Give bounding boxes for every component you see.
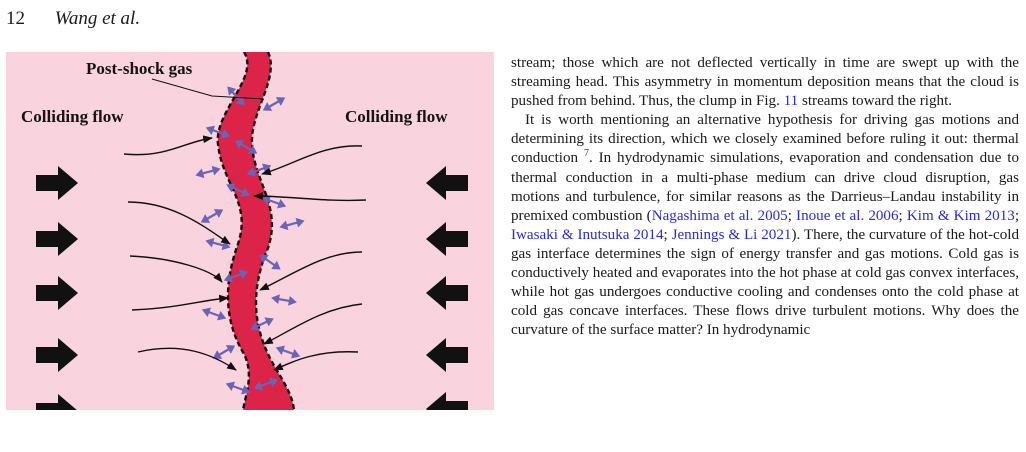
perturbation-arrow <box>279 217 305 231</box>
text-span: . In hydrodynamic simulations, evaporati… <box>511 150 1019 224</box>
figure-canvas: Post-shock gas Colliding flow Colliding … <box>6 52 494 410</box>
perturbation-arrow <box>262 97 286 111</box>
colliding-flow-arrow-right <box>426 166 468 200</box>
text-span: streams toward the right. <box>798 93 953 110</box>
running-head-authors: Wang et al. <box>54 8 141 29</box>
citation-link[interactable]: Jennings & Li 2021 <box>671 226 792 243</box>
perturbation-arrow <box>226 183 250 197</box>
text-span: ; <box>663 226 672 243</box>
paragraph: stream; those which are not deflected ve… <box>511 54 1019 111</box>
text-span: stream; those which are not deflected ve… <box>511 55 1019 110</box>
perturbation-arrow <box>259 254 281 270</box>
text-span: ; <box>787 207 797 224</box>
perturbation-arrow <box>212 345 236 359</box>
body-text-column: stream; those which are not deflected ve… <box>511 54 1019 340</box>
colliding-flow-arrow-left <box>36 394 77 410</box>
flow-streamline-right-4 <box>263 303 363 345</box>
flow-streamline-right-3 <box>259 251 363 291</box>
perturbation-arrow <box>223 269 249 283</box>
page-number: 12 <box>6 8 25 29</box>
perturbation-arrow <box>271 294 297 306</box>
perturbation-arrow <box>225 381 251 395</box>
flow-streamline-right-5 <box>273 351 359 371</box>
perturbation-arrow <box>275 345 301 359</box>
perturbation-arrow <box>201 307 227 321</box>
text-span: It is worth mentioning an alternative hy… <box>511 112 1019 167</box>
colliding-flow-arrow-right <box>426 222 468 256</box>
flow-streamline-left-1 <box>123 135 213 156</box>
colliding-flow-arrow-right <box>426 392 468 410</box>
citation-link[interactable]: Inoue et al. 2006 <box>796 207 899 224</box>
shock-front-right <box>250 52 296 410</box>
colliding-flow-arrow-left <box>36 276 78 310</box>
flow-streamline-left-2 <box>127 201 231 245</box>
label-post-shock-gas: Post-shock gas <box>86 59 193 78</box>
shock-front-left <box>216 52 251 410</box>
colliding-flow-arrow-left <box>36 166 78 200</box>
citation-link[interactable]: Kim & Kim 2013 <box>906 207 1015 224</box>
perturbation-arrow <box>227 86 245 106</box>
text-span: ; <box>898 207 907 224</box>
paragraph: It is worth mentioning an alternative hy… <box>511 111 1019 340</box>
page-header: 12 Wang et al. <box>6 8 140 30</box>
colliding-flow-arrow-right <box>426 276 468 310</box>
citation-link[interactable]: Iwasaki & Inutsuka 2014 <box>511 226 664 243</box>
footnote-link[interactable]: 7 <box>583 148 589 160</box>
perturbation-arrow <box>261 195 287 209</box>
flow-streamline-right-2 <box>253 192 367 202</box>
label-colliding-flow-right: Colliding flow <box>345 107 448 126</box>
colliding-flow-arrow-left <box>36 338 78 372</box>
text-span: ). There, the curvature of the hot-cold … <box>511 226 1020 339</box>
figure-ref-link[interactable]: 11 <box>783 93 799 110</box>
colliding-flow-arrow-left <box>36 222 78 256</box>
perturbation-arrows <box>195 86 305 395</box>
label-colliding-flow-left: Colliding flow <box>21 107 124 126</box>
flow-streamline-left-4 <box>131 294 229 311</box>
citation-link[interactable]: Nagashima et al. 2005 <box>651 207 788 224</box>
flow-streamline-left-5 <box>137 347 237 371</box>
perturbation-arrow <box>250 317 274 331</box>
text-span: ; <box>1014 207 1020 224</box>
perturbation-arrow <box>195 165 221 179</box>
colliding-flow-arrow-right <box>426 338 468 372</box>
perturbation-arrow <box>200 209 224 223</box>
figure-colliding-flow: Post-shock gas Colliding flow Colliding … <box>6 52 494 410</box>
perturbation-arrow <box>253 377 279 391</box>
perturbation-arrow <box>234 140 258 154</box>
flow-streamline-left-3 <box>129 255 223 283</box>
perturbation-arrow <box>205 125 231 139</box>
post-shock-leader-line <box>151 78 265 100</box>
flow-streamline-right-1 <box>261 145 363 176</box>
